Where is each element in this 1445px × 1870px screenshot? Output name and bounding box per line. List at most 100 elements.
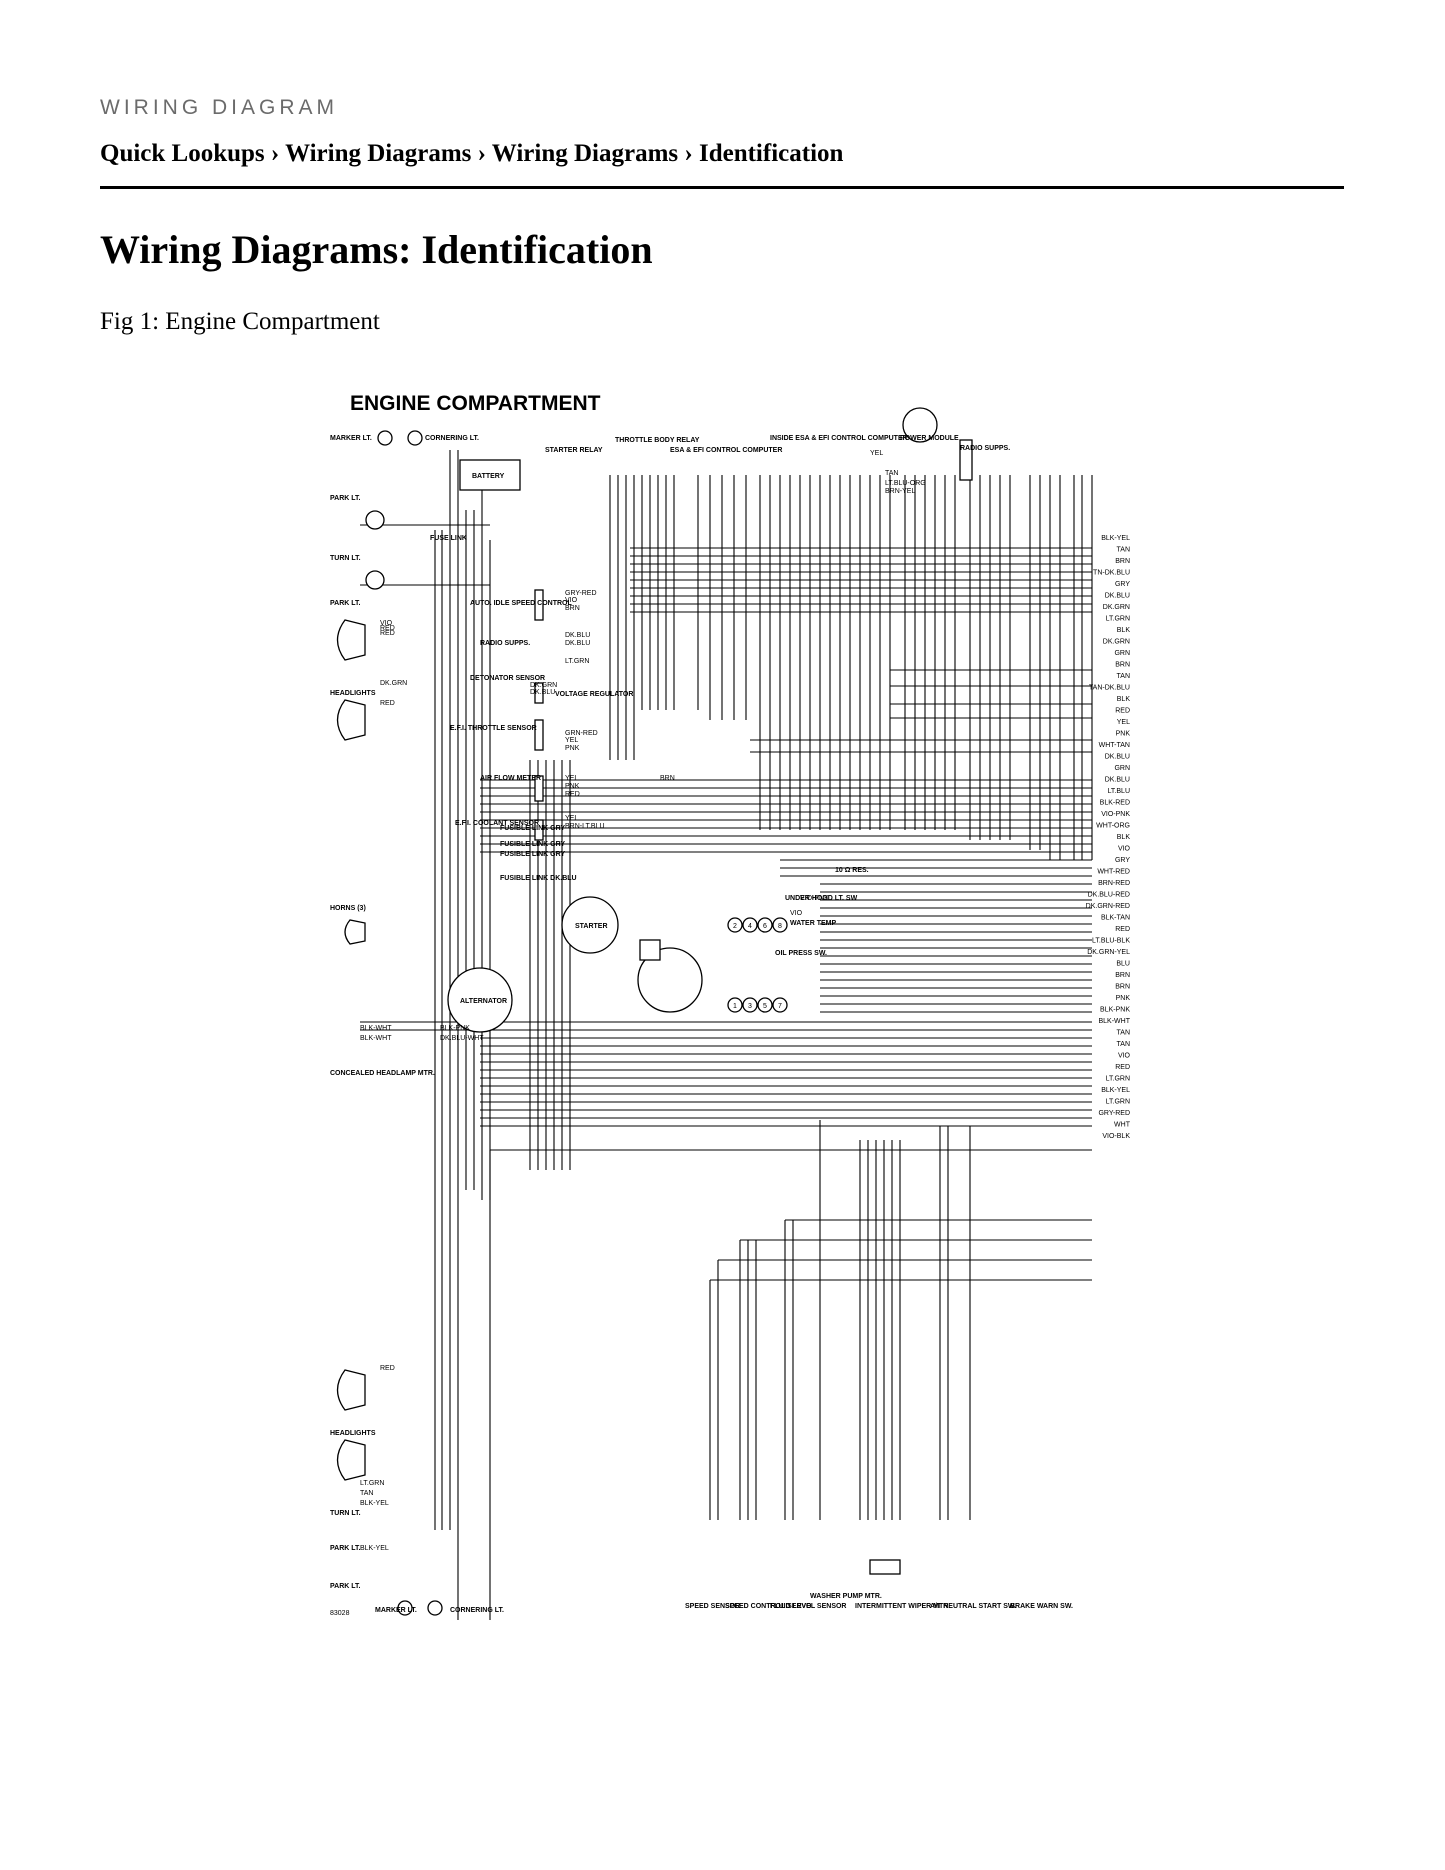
- wire-label-right: LT.GRN: [1106, 616, 1130, 623]
- wire-label-right: LT.BLU-BLK: [1092, 938, 1130, 945]
- section-kicker: WIRING DIAGRAM: [100, 96, 338, 119]
- label-throttle-body-relay: THROTTLE BODY RELAY: [615, 437, 700, 444]
- wire-label: BLK-WHT: [360, 1025, 392, 1032]
- right-wire-labels: BLK-YEL TAN BRN TN-DK.BLU GRY DK.BLU DK.GRN LT.…: [1086, 535, 1130, 1140]
- wire-label-right: DK.GRN: [1103, 639, 1130, 646]
- wire-label-right: BLU: [1116, 961, 1130, 968]
- wire-label-right: GRY-RED: [1098, 1110, 1130, 1117]
- label-brake-warn-sw: BRAKE WARN SW.: [1010, 1603, 1073, 1610]
- wire-label: RED: [565, 791, 580, 798]
- wire-label: DK.GRN: [380, 680, 407, 687]
- wire-label-right: DK.BLU: [1105, 777, 1130, 784]
- wire-label: RED: [380, 630, 395, 637]
- label-detonator-sensor: DETONATOR SENSOR: [470, 675, 545, 682]
- wire-label-right: BLK-RED: [1100, 800, 1130, 807]
- wire-label-right: RED: [1115, 708, 1130, 715]
- wire-harness: [434, 450, 1093, 1620]
- wire-label-right: DK.BLU: [1105, 593, 1130, 600]
- label-speed-sensor: SPEED SENSOR: [685, 1603, 740, 1610]
- breadcrumb-item-wiring-diagrams[interactable]: Wiring Diagrams: [285, 140, 472, 167]
- wire-label: GRY-RED: [565, 590, 597, 597]
- breadcrumb-separator: ›: [684, 140, 693, 167]
- breadcrumb: Quick Lookups › Wiring Diagrams › Wiring…: [100, 140, 843, 168]
- wire-label-right: WHT-TAN: [1099, 742, 1130, 749]
- wire-label-right: GRN: [1114, 765, 1130, 772]
- label-power-module: POWER MODULE: [900, 435, 959, 442]
- wire-label-right: BRN: [1115, 558, 1130, 565]
- wire-label: RED: [380, 700, 395, 707]
- wire-label: BLK-PNK: [440, 1025, 470, 1032]
- wire-label: YEL: [870, 450, 883, 457]
- wire-label-right: BRN-RED: [1098, 880, 1130, 887]
- misc-wire-labels: GRY-REDVIOBRNDK.BLUDK.BLULT.GRNDK.GRNDK.…: [360, 450, 926, 1552]
- wire-label-right: TN-DK.BLU: [1093, 570, 1130, 577]
- label-efi-coolant-sensor: E.F.I. COOLANT SENSOR: [455, 820, 539, 827]
- wire-label-right: BLK-WHT: [1099, 1018, 1131, 1025]
- label-battery: BATTERY: [472, 473, 505, 480]
- label-fluid-level-sensor: FLUID LEVEL SENSOR: [770, 1603, 847, 1610]
- wire-label: BRN: [660, 775, 675, 782]
- breadcrumb-separator: ›: [477, 140, 486, 167]
- label-oil-press-sw: OIL PRESS SW.: [775, 950, 827, 957]
- connector-number: 2: [733, 923, 737, 930]
- label-efi-throttle-sensor: E.F.I. THROTTLE SENSOR: [450, 725, 537, 732]
- wire-label-right: DK.GRN: [1103, 604, 1130, 611]
- wire-label: RED: [380, 625, 395, 632]
- wire-label-right: BLK-YEL: [1101, 1087, 1130, 1094]
- label-voltage-regulator: VOLTAGE REGULATOR: [555, 691, 633, 698]
- label-fuse-link: FUSE LINK: [430, 535, 467, 542]
- connector-number: 5: [763, 1003, 767, 1010]
- label-at-neutral-start-sw: A/T NEUTRAL START SW.: [930, 1603, 1016, 1610]
- wire-label: YEL: [565, 775, 578, 782]
- wire-label: LT.GRN: [565, 658, 589, 665]
- label-fusible-link-3: FUSIBLE LINK GRY: [500, 851, 565, 858]
- wire-label-right: DK.GRN-RED: [1086, 903, 1130, 910]
- wire-label-right: BLK: [1117, 696, 1130, 703]
- label-marker-lt-bottom: MARKER LT.: [375, 1607, 417, 1614]
- label-washer-pump-mtr: WASHER PUMP MTR.: [810, 1593, 882, 1600]
- wire-label-right: VIO: [1118, 846, 1130, 853]
- label-park-lt: PARK LT.: [330, 495, 361, 502]
- label-cornering-lt-bottom: CORNERING LT.: [450, 1607, 504, 1614]
- wire-label-right: TAN: [1117, 1041, 1130, 1048]
- wire-label: DK.BLU: [565, 640, 590, 647]
- wire-label-right: PNK: [1116, 731, 1130, 738]
- wire-label-right: BLK-TAN: [1101, 915, 1130, 922]
- wire-label: DK.BLU: [565, 632, 590, 639]
- label-water-temp: WATER TEMP: [790, 920, 836, 927]
- wire-label-right: GRY: [1115, 581, 1130, 588]
- breadcrumb-item-identification[interactable]: Identification: [698, 140, 844, 167]
- wire-label: DK.BLU-WHT: [440, 1035, 484, 1042]
- wire-label-right: BRN: [1115, 662, 1130, 669]
- wire-label-right: RED: [1115, 1064, 1130, 1071]
- component-labels: MARKER LT. CORNERING LT. STARTER RELAY T…: [330, 435, 1073, 1617]
- label-alternator: ALTERNATOR: [460, 998, 507, 1005]
- wire-label: BLK-YEL: [360, 1545, 389, 1552]
- diagram-title: ENGINE COMPARTMENT: [350, 392, 601, 415]
- wire-label-right: BLK: [1117, 834, 1130, 841]
- wire-label: BRN-LT.BLU: [565, 823, 605, 830]
- wire-label: PNK: [565, 783, 580, 790]
- wire-label: YEL: [565, 737, 578, 744]
- wire-label: LT.BLU-ORG: [885, 480, 926, 487]
- wire-label-right: BRN: [1115, 972, 1130, 979]
- label-park-lt-bottom-2: PARK LT.: [330, 1583, 361, 1590]
- connector-number: 6: [763, 923, 767, 930]
- label-intermittent-wiper-mtr: INTERMITTENT WIPER MTR.: [855, 1603, 950, 1610]
- wire-label-right: BLK-PNK: [1100, 1007, 1130, 1014]
- wire-label: BLK-WHT: [360, 1035, 392, 1042]
- wire-label-right: RED: [1115, 926, 1130, 933]
- label-horns: HORNS (3): [330, 905, 366, 912]
- breadcrumb-item-wiring-diagrams-sub[interactable]: Wiring Diagrams: [491, 140, 679, 167]
- label-park-lt-bottom: PARK LT.: [330, 1545, 361, 1552]
- wire-label: BRN: [565, 605, 580, 612]
- wire-label: BRN-YEL: [885, 488, 915, 495]
- wire-label-right: TAN: [1117, 673, 1130, 680]
- wiring-diagram: ENGINE COMPARTMENT: [330, 392, 1130, 1620]
- breadcrumb-item-quick-lookups[interactable]: Quick Lookups: [100, 140, 265, 167]
- label-esa-efi-computer: ESA & EFI CONTROL COMPUTER: [670, 447, 782, 454]
- header-divider: [100, 186, 1344, 189]
- wire-label-right: GRN: [1114, 650, 1130, 657]
- connector-number: 4: [748, 923, 752, 930]
